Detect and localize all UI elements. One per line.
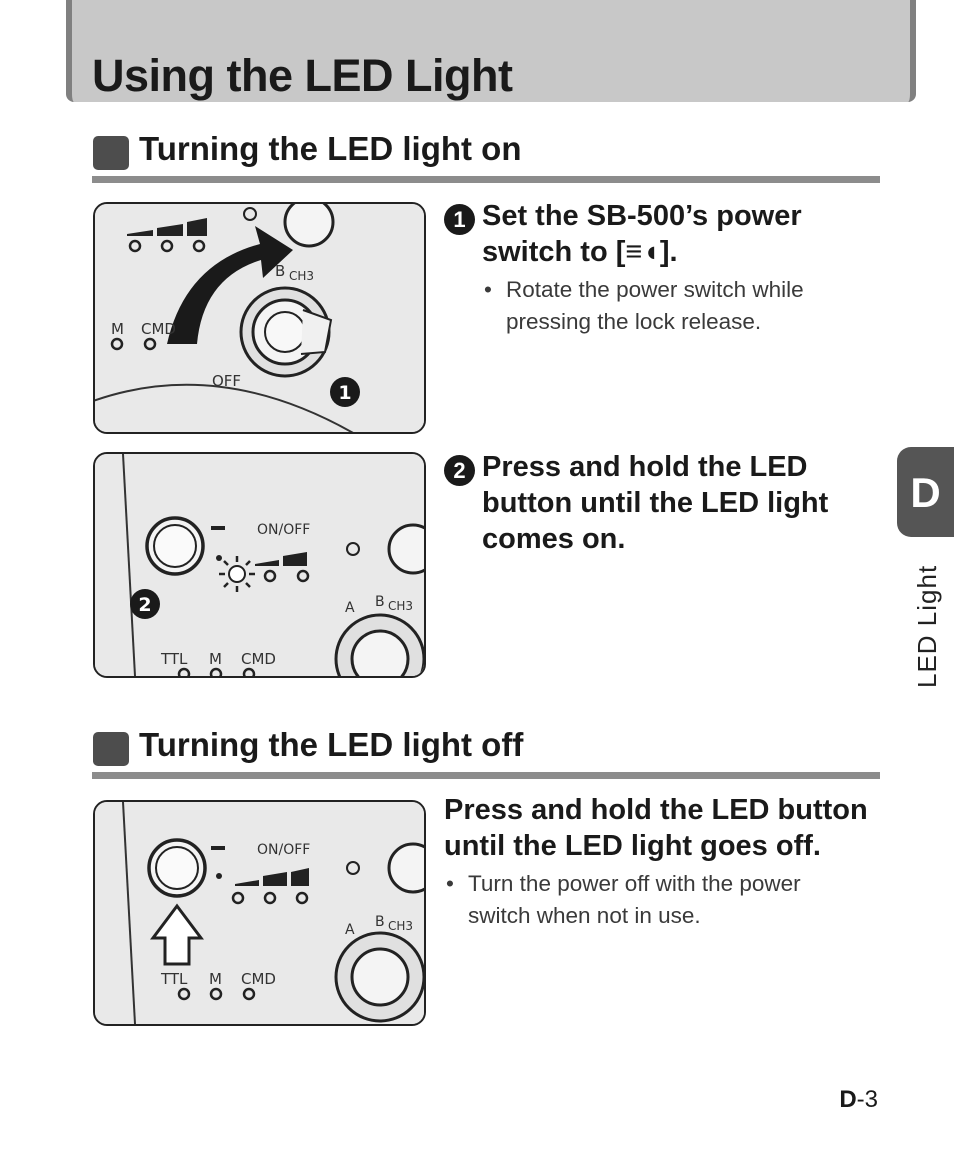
page-title: Using the LED Light <box>92 50 513 101</box>
label-m: M <box>111 320 124 338</box>
illustration-led-on: ON/OFF A B CH3 TTL M CMD <box>93 452 426 678</box>
step-off: Press and hold the LED button until the … <box>444 792 884 932</box>
step-1-heading: Set the SB-500’s power switch to [≡◖]. <box>482 200 802 268</box>
label-b-2: B <box>375 594 385 610</box>
chapter-tab-letter: D <box>910 469 941 516</box>
section-marker <box>93 732 129 766</box>
label-cmd: CMD <box>141 320 176 338</box>
label-on-off-1: ON/OFF <box>257 522 310 538</box>
label-cmd-2: CMD <box>241 650 276 668</box>
section-heading-off-text: Turning the LED light off <box>139 726 524 763</box>
label-ttl-2: TTL <box>160 970 188 988</box>
label-on-off-2: ON/OFF <box>257 842 310 858</box>
illustration-led-off: ON/OFF A B CH3 TTL M CMD <box>93 800 426 1026</box>
section-heading-off: Turning the LED light off <box>92 726 880 779</box>
label-a-1: A <box>345 600 355 616</box>
step-2-heading: Press and hold the LED button until the … <box>482 451 829 555</box>
step-off-heading: Press and hold the LED button until the … <box>444 794 868 862</box>
label-m-2: M <box>209 650 222 668</box>
callout-1: 1 <box>338 382 351 404</box>
step-2-number: 2 <box>444 455 475 486</box>
section-heading-on: Turning the LED light on <box>92 130 880 183</box>
callout-2: 2 <box>138 594 151 616</box>
label-cmd-3: CMD <box>241 970 276 988</box>
section-marker <box>93 136 129 170</box>
step-off-bullet: Turn the power off with the power switch… <box>444 868 864 932</box>
step-1-bullet: Rotate the power switch while pressing t… <box>482 274 872 338</box>
page-number-suffix: -3 <box>856 1086 878 1113</box>
page-number: D-3 <box>839 1086 878 1114</box>
step-2: 2 Press and hold the LED button until th… <box>444 449 884 557</box>
chapter-tab: D <box>897 447 954 537</box>
label-b-3: B <box>375 914 385 930</box>
step-1-number: 1 <box>444 204 475 235</box>
label-ttl-1: TTL <box>160 650 188 668</box>
label-m-3: M <box>209 970 222 988</box>
label-ch3-2: CH3 <box>388 599 413 613</box>
header-band <box>66 0 916 102</box>
chapter-side-label: LED Light <box>912 564 942 688</box>
section-heading-on-text: Turning the LED light on <box>139 130 522 167</box>
label-ch3: CH3 <box>289 269 314 283</box>
label-b: B <box>275 262 285 280</box>
label-a-2: A <box>345 922 355 938</box>
page-number-prefix: D <box>839 1086 857 1113</box>
illustration-power-switch: M CMD OFF B CH3 1 <box>93 202 426 434</box>
label-ch3-3: CH3 <box>388 919 413 933</box>
label-off: OFF <box>212 372 241 390</box>
step-1: 1 Set the SB-500’s power switch to [≡◖].… <box>444 198 884 338</box>
